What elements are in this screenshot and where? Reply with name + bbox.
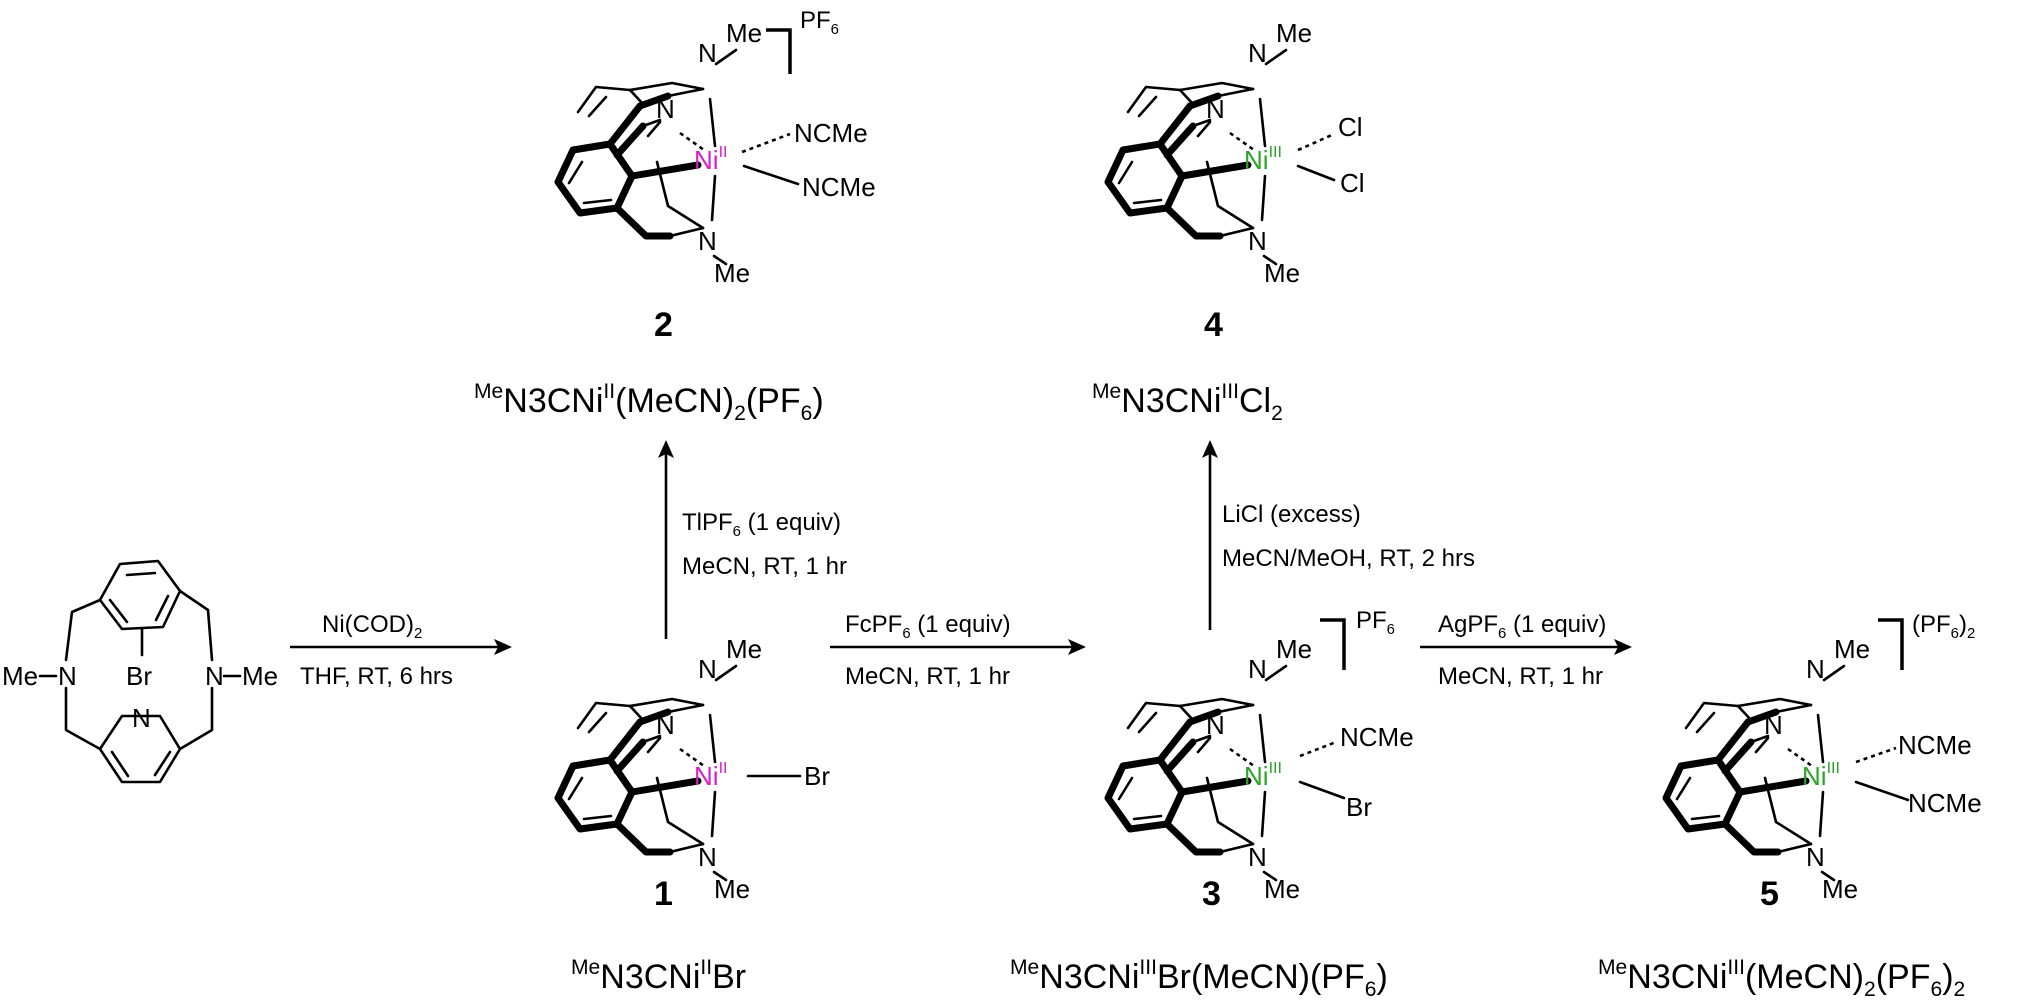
arrow-step-3: [1420, 639, 1632, 655]
c5-me-top: Me: [1834, 634, 1870, 664]
c1-n-pyridine: N: [656, 710, 675, 740]
step-3-conditions: MeCN, RT, 1 hr: [1438, 663, 1603, 690]
step-2-reagent: FcPF6 (1 equiv): [845, 611, 1011, 642]
step-4-conditions: MeCN, RT, 1 hr: [682, 553, 847, 580]
compound-4-structure: N Me N NiIII Cl Cl N Me: [1108, 18, 1365, 288]
compound-5-formula: MeN3CNiIII(MeCN)2(PF6)2: [1598, 956, 1965, 1001]
c3-n-pyridine: N: [1206, 710, 1225, 740]
c1-n-top: N: [698, 654, 717, 684]
c2-n-top: N: [698, 38, 717, 68]
compound-2-bracket: [766, 28, 792, 74]
step-2-conditions: MeCN, RT, 1 hr: [845, 663, 1010, 690]
step-4-reagent: TlPF6 (1 equiv): [682, 509, 841, 540]
c4-n-bottom: N: [1248, 226, 1267, 256]
ligand-me-right: Me: [242, 661, 278, 691]
c2-n-pyridine: N: [656, 94, 675, 124]
compound-5-structure: N Me N NiIII NCMe NCMe N Me: [1666, 634, 1982, 904]
c4-ligand-cl-1: Cl: [1338, 112, 1363, 142]
c5-me-bottom: Me: [1822, 874, 1858, 904]
compound-3-bracket: [1320, 618, 1346, 670]
c5-ligand-ncme-2: NCMe: [1908, 788, 1982, 818]
ligand-n-pyridine: N: [132, 703, 151, 733]
compound-3-formula: MeN3CNiIIIBr(MeCN)(PF6): [1010, 956, 1388, 1001]
compound-3-structure: N Me N NiIII NCMe Br N Me: [1108, 634, 1414, 904]
compound-1-structure: N Me N NiII Br N Me: [558, 634, 830, 904]
ligand-n-left: N: [58, 661, 77, 691]
compound-5-bracket: [1878, 618, 1904, 670]
c2-ligand-ncme-2: NCMe: [802, 172, 876, 202]
c1-me-bottom: Me: [714, 874, 750, 904]
compound-3-number: 3: [1202, 875, 1221, 913]
c4-me-bottom: Me: [1264, 258, 1300, 288]
ligand-me-left: Me: [2, 661, 38, 691]
c2-me-bottom: Me: [714, 258, 750, 288]
c1-ni: NiII: [694, 759, 728, 791]
ligand-n-right: N: [205, 661, 224, 691]
c5-n-pyridine: N: [1764, 710, 1783, 740]
compound-1-formula: MeN3CNiIIBr: [571, 956, 746, 996]
c4-ni: NiIII: [1244, 143, 1282, 175]
compound-4-number: 4: [1204, 306, 1223, 344]
c4-n-top: N: [1248, 38, 1267, 68]
c4-ligand-cl-2: Cl: [1340, 168, 1365, 198]
step-1-conditions: THF, RT, 6 hrs: [300, 663, 453, 690]
compound-3-counterion: PF6: [1356, 607, 1395, 638]
c3-ligand-br: Br: [1346, 792, 1372, 822]
c5-ligand-ncme-1: NCMe: [1898, 730, 1972, 760]
compound-5-counterion: (PF6)2: [1912, 611, 1975, 642]
c1-n-bottom: N: [698, 842, 717, 872]
compound-2-number: 2: [654, 306, 673, 344]
c5-ni: NiIII: [1802, 759, 1840, 791]
c5-n-top: N: [1806, 654, 1825, 684]
compound-1-number: 1: [654, 875, 673, 913]
c4-n-pyridine: N: [1206, 94, 1225, 124]
c2-n-bottom: N: [698, 226, 717, 256]
c2-ligand-ncme-1: NCMe: [794, 118, 868, 148]
c1-ligand-br: Br: [804, 761, 830, 791]
step-1-reagent: Ni(COD)2: [322, 611, 422, 642]
step-3-reagent: AgPF6 (1 equiv): [1438, 611, 1606, 642]
c4-me-top: Me: [1276, 18, 1312, 48]
ligand-structure: Me N Br N Me N: [2, 559, 278, 784]
c3-me-top: Me: [1276, 634, 1312, 664]
compound-2-formula: MeN3CNiII(MeCN)2(PF6): [474, 380, 824, 425]
c3-ligand-ncme: NCMe: [1340, 722, 1414, 752]
compound-5-number: 5: [1760, 875, 1779, 913]
c5-n-bottom: N: [1806, 842, 1825, 872]
c2-ni: NiII: [694, 143, 728, 175]
c3-n-bottom: N: [1248, 842, 1267, 872]
compound-2-counterion: PF6: [800, 7, 839, 38]
step-5-reagent: LiCl (excess): [1222, 501, 1361, 528]
compound-4-formula: MeN3CNiIIICl2: [1092, 380, 1283, 425]
arrow-step-2: [830, 639, 1086, 655]
c3-me-bottom: Me: [1264, 874, 1300, 904]
arrow-step-4: [658, 440, 674, 639]
step-5-conditions: MeCN/MeOH, RT, 2 hrs: [1222, 545, 1475, 572]
c3-n-top: N: [1248, 654, 1267, 684]
ligand-br: Br: [126, 661, 152, 691]
arrow-step-1: [290, 639, 512, 655]
c3-ni: NiIII: [1244, 759, 1282, 791]
c1-me-top: Me: [726, 634, 762, 664]
arrow-step-5: [1202, 440, 1218, 630]
compound-2-structure: N Me N NiII NCMe NCMe N Me: [558, 18, 876, 288]
c2-me-top: Me: [726, 18, 762, 48]
